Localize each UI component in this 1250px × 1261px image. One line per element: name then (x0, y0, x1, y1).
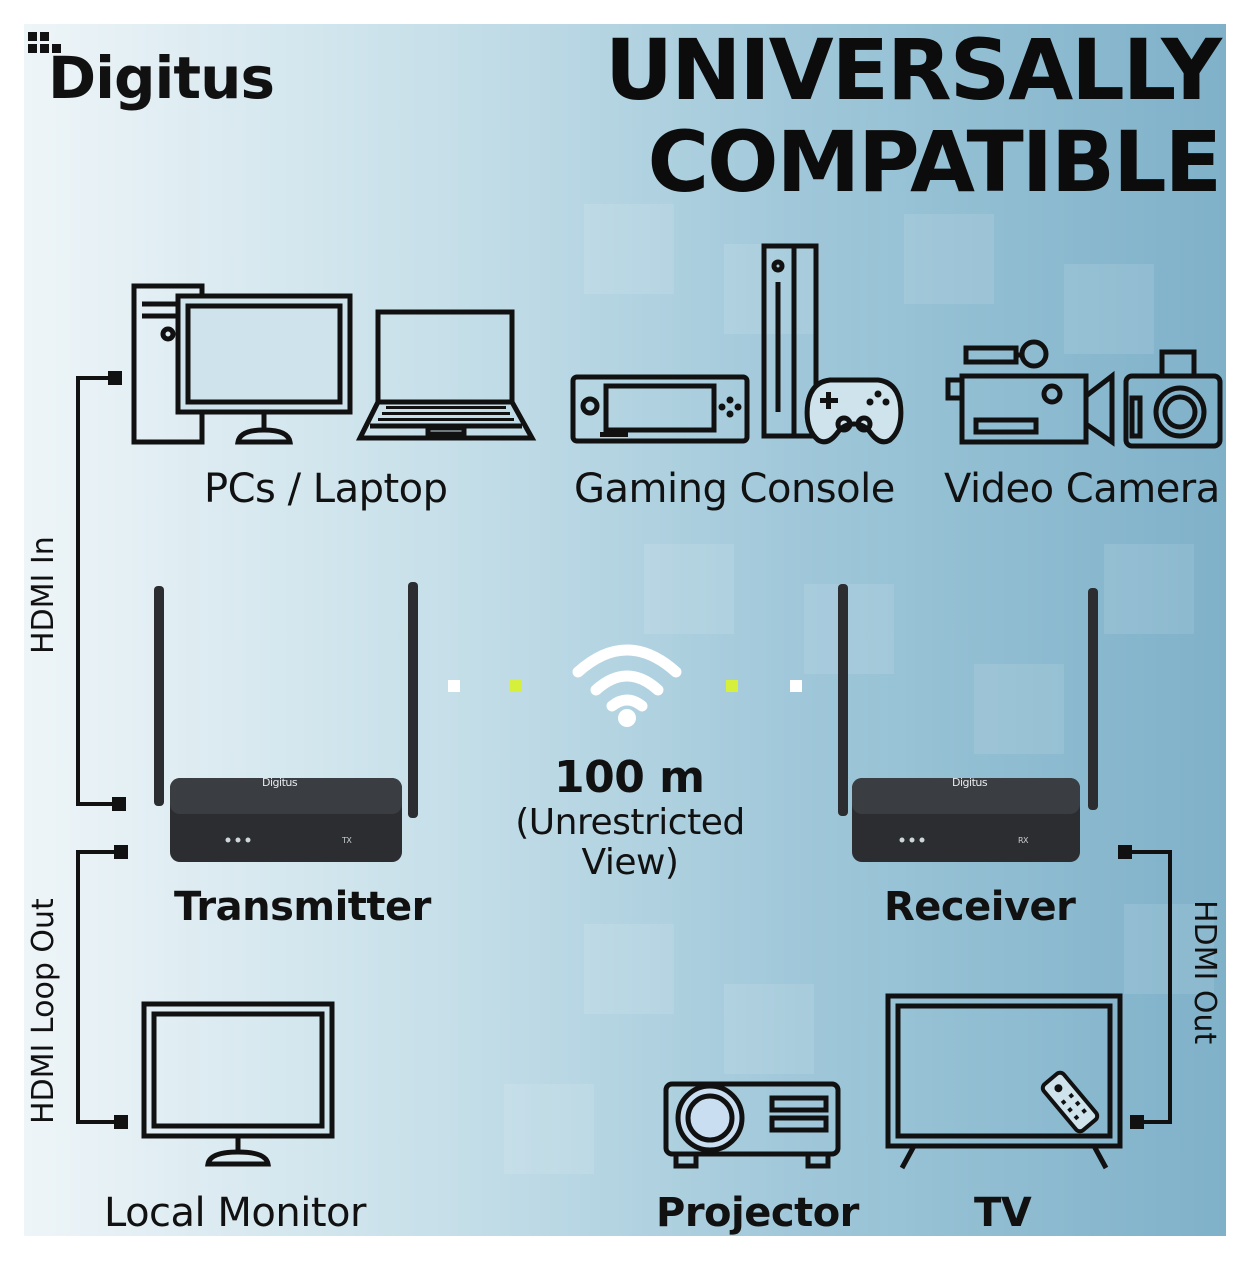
hdmi-loop-out-cable-line (76, 845, 128, 1129)
remote-control-icon (1040, 1070, 1100, 1134)
label-transmitter: Transmitter (174, 884, 431, 930)
label-hdmi-loop-out-text: HDMI Loop Out (26, 898, 61, 1124)
label-hdmi-out-text: HDMI Out (1187, 900, 1222, 1045)
brand-name: Digitus (48, 44, 275, 112)
wifi-icon (572, 644, 682, 727)
projector-icon (663, 1081, 841, 1169)
infographic-canvas: Digitus UNIVERSALLY COMPATIBLE PCs / Lap… (24, 24, 1226, 1236)
transmitter-device (154, 582, 418, 862)
link-dot (790, 680, 802, 692)
transmitter-logo: Digitus (262, 776, 298, 789)
link-dot (448, 680, 460, 692)
label-local-monitor: Local Monitor (104, 1190, 366, 1236)
label-hdmi-in-text: HDMI In (26, 536, 61, 654)
tv-icon (885, 993, 1123, 1170)
label-pcs-laptop: PCs / Laptop (204, 466, 448, 512)
headline-line2: COMPATIBLE (647, 113, 1222, 211)
range-distance: 100 m (554, 752, 705, 803)
game-console-controller-icon (761, 243, 904, 445)
link-dot (510, 680, 522, 692)
range-note-line1: (Unrestricted (515, 802, 745, 843)
transmitter-panel-mark: TX (342, 836, 352, 845)
receiver-device (838, 584, 1098, 862)
brand-logo: Digitus (24, 24, 314, 124)
video-camera-icon (945, 339, 1115, 447)
laptop-icon (355, 309, 537, 441)
photo-camera-icon (1123, 349, 1223, 449)
headline-line1: UNIVERSALLY (604, 24, 1222, 119)
background-pattern (504, 204, 1214, 1174)
receiver-panel-mark: RX (1018, 836, 1029, 845)
label-receiver: Receiver (884, 884, 1076, 930)
desktop-pc-icon (131, 283, 353, 445)
label-tv: TV (974, 1190, 1032, 1236)
link-dot (726, 680, 738, 692)
label-projector: Projector (656, 1190, 859, 1236)
local-monitor-icon (141, 1001, 335, 1167)
wireless-link (448, 680, 802, 692)
logo-pixel-mark-icon (28, 32, 61, 53)
label-video-camera: Video Camera (944, 466, 1220, 512)
hdmi-out-cable-line (1118, 845, 1172, 1129)
hdmi-in-cable-line (76, 371, 126, 811)
handheld-console-icon (570, 374, 750, 444)
range-note-line2: View) (581, 842, 679, 883)
label-gaming-console: Gaming Console (574, 466, 895, 512)
receiver-logo: Digitus (952, 776, 988, 789)
